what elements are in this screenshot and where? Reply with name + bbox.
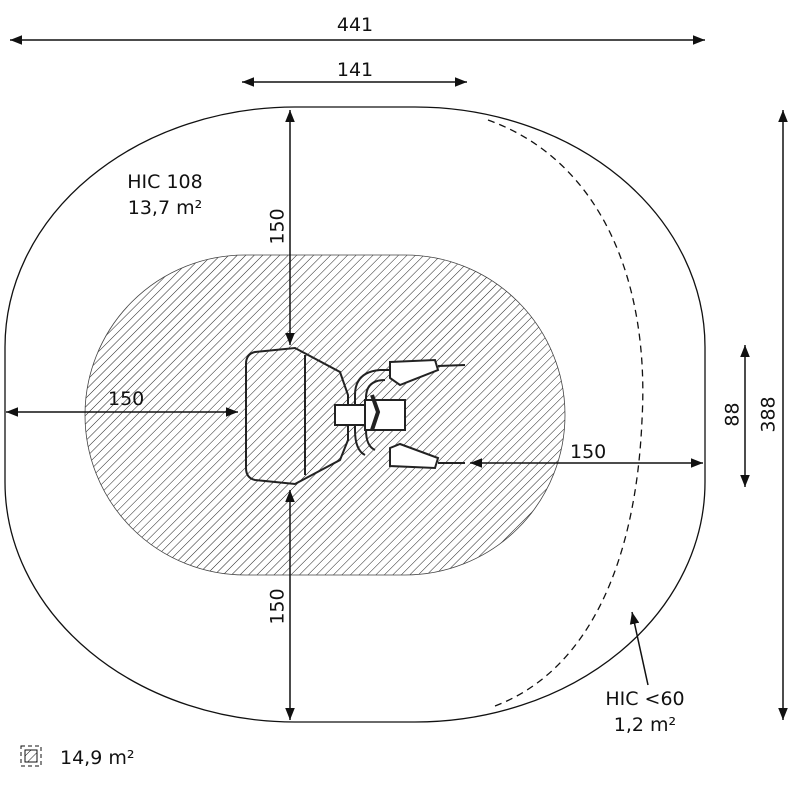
label-total-width: 441 — [336, 14, 374, 36]
label-equipment-height: 88 — [721, 402, 744, 427]
label-equipment-width: 141 — [336, 59, 374, 81]
label-left-clearance: 150 — [108, 388, 145, 410]
hatched-impact-area — [84, 254, 566, 576]
legend-area: 14,9 m² — [60, 747, 135, 769]
hic-small-dashed-boundary — [487, 119, 644, 707]
label-total-height: 388 — [757, 396, 780, 433]
label-bottom-clearance: 150 — [266, 588, 289, 625]
play-equipment — [245, 346, 466, 486]
label-right-clearance: 150 — [570, 441, 607, 463]
hic-small-pointer-arrow — [629, 611, 649, 686]
hatched-area-icon — [20, 745, 42, 767]
label-top-clearance: 150 — [266, 208, 289, 245]
safety-zone-outline — [4, 106, 706, 723]
hic-main-area: 13,7 m² — [127, 197, 203, 219]
hic-main-label: HIC 108 — [127, 171, 203, 193]
hic-small-area: 1,2 m² — [613, 714, 677, 736]
hic-small-label: HIC <60 — [605, 688, 685, 710]
